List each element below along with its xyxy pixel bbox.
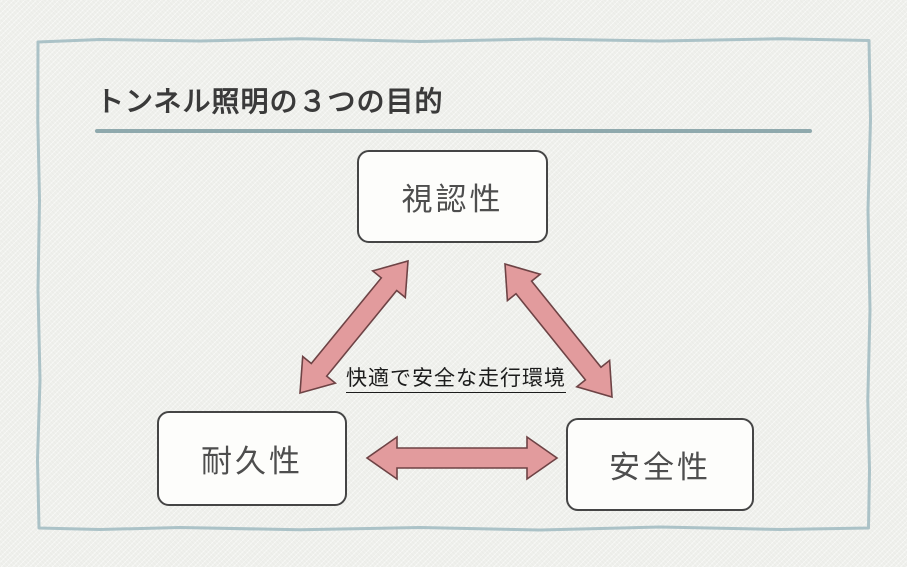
double-arrow-durability-safety-icon [365,435,559,481]
node-label-visibility: 視認性 [401,182,504,217]
slide-title: トンネル照明の３つの目的 [96,86,444,117]
center-caption: 快適で安全な走行環境 [340,362,572,393]
node-box-safety: 安全性 [566,418,754,511]
title-accent-line [95,129,812,133]
center-caption-text: 快適で安全な走行環境 [346,367,566,393]
node-label-durability: 耐久性 [201,444,303,479]
node-box-visibility: 視認性 [357,150,548,243]
node-label-safety: 安全性 [609,450,711,485]
node-box-durability: 耐久性 [157,411,347,506]
